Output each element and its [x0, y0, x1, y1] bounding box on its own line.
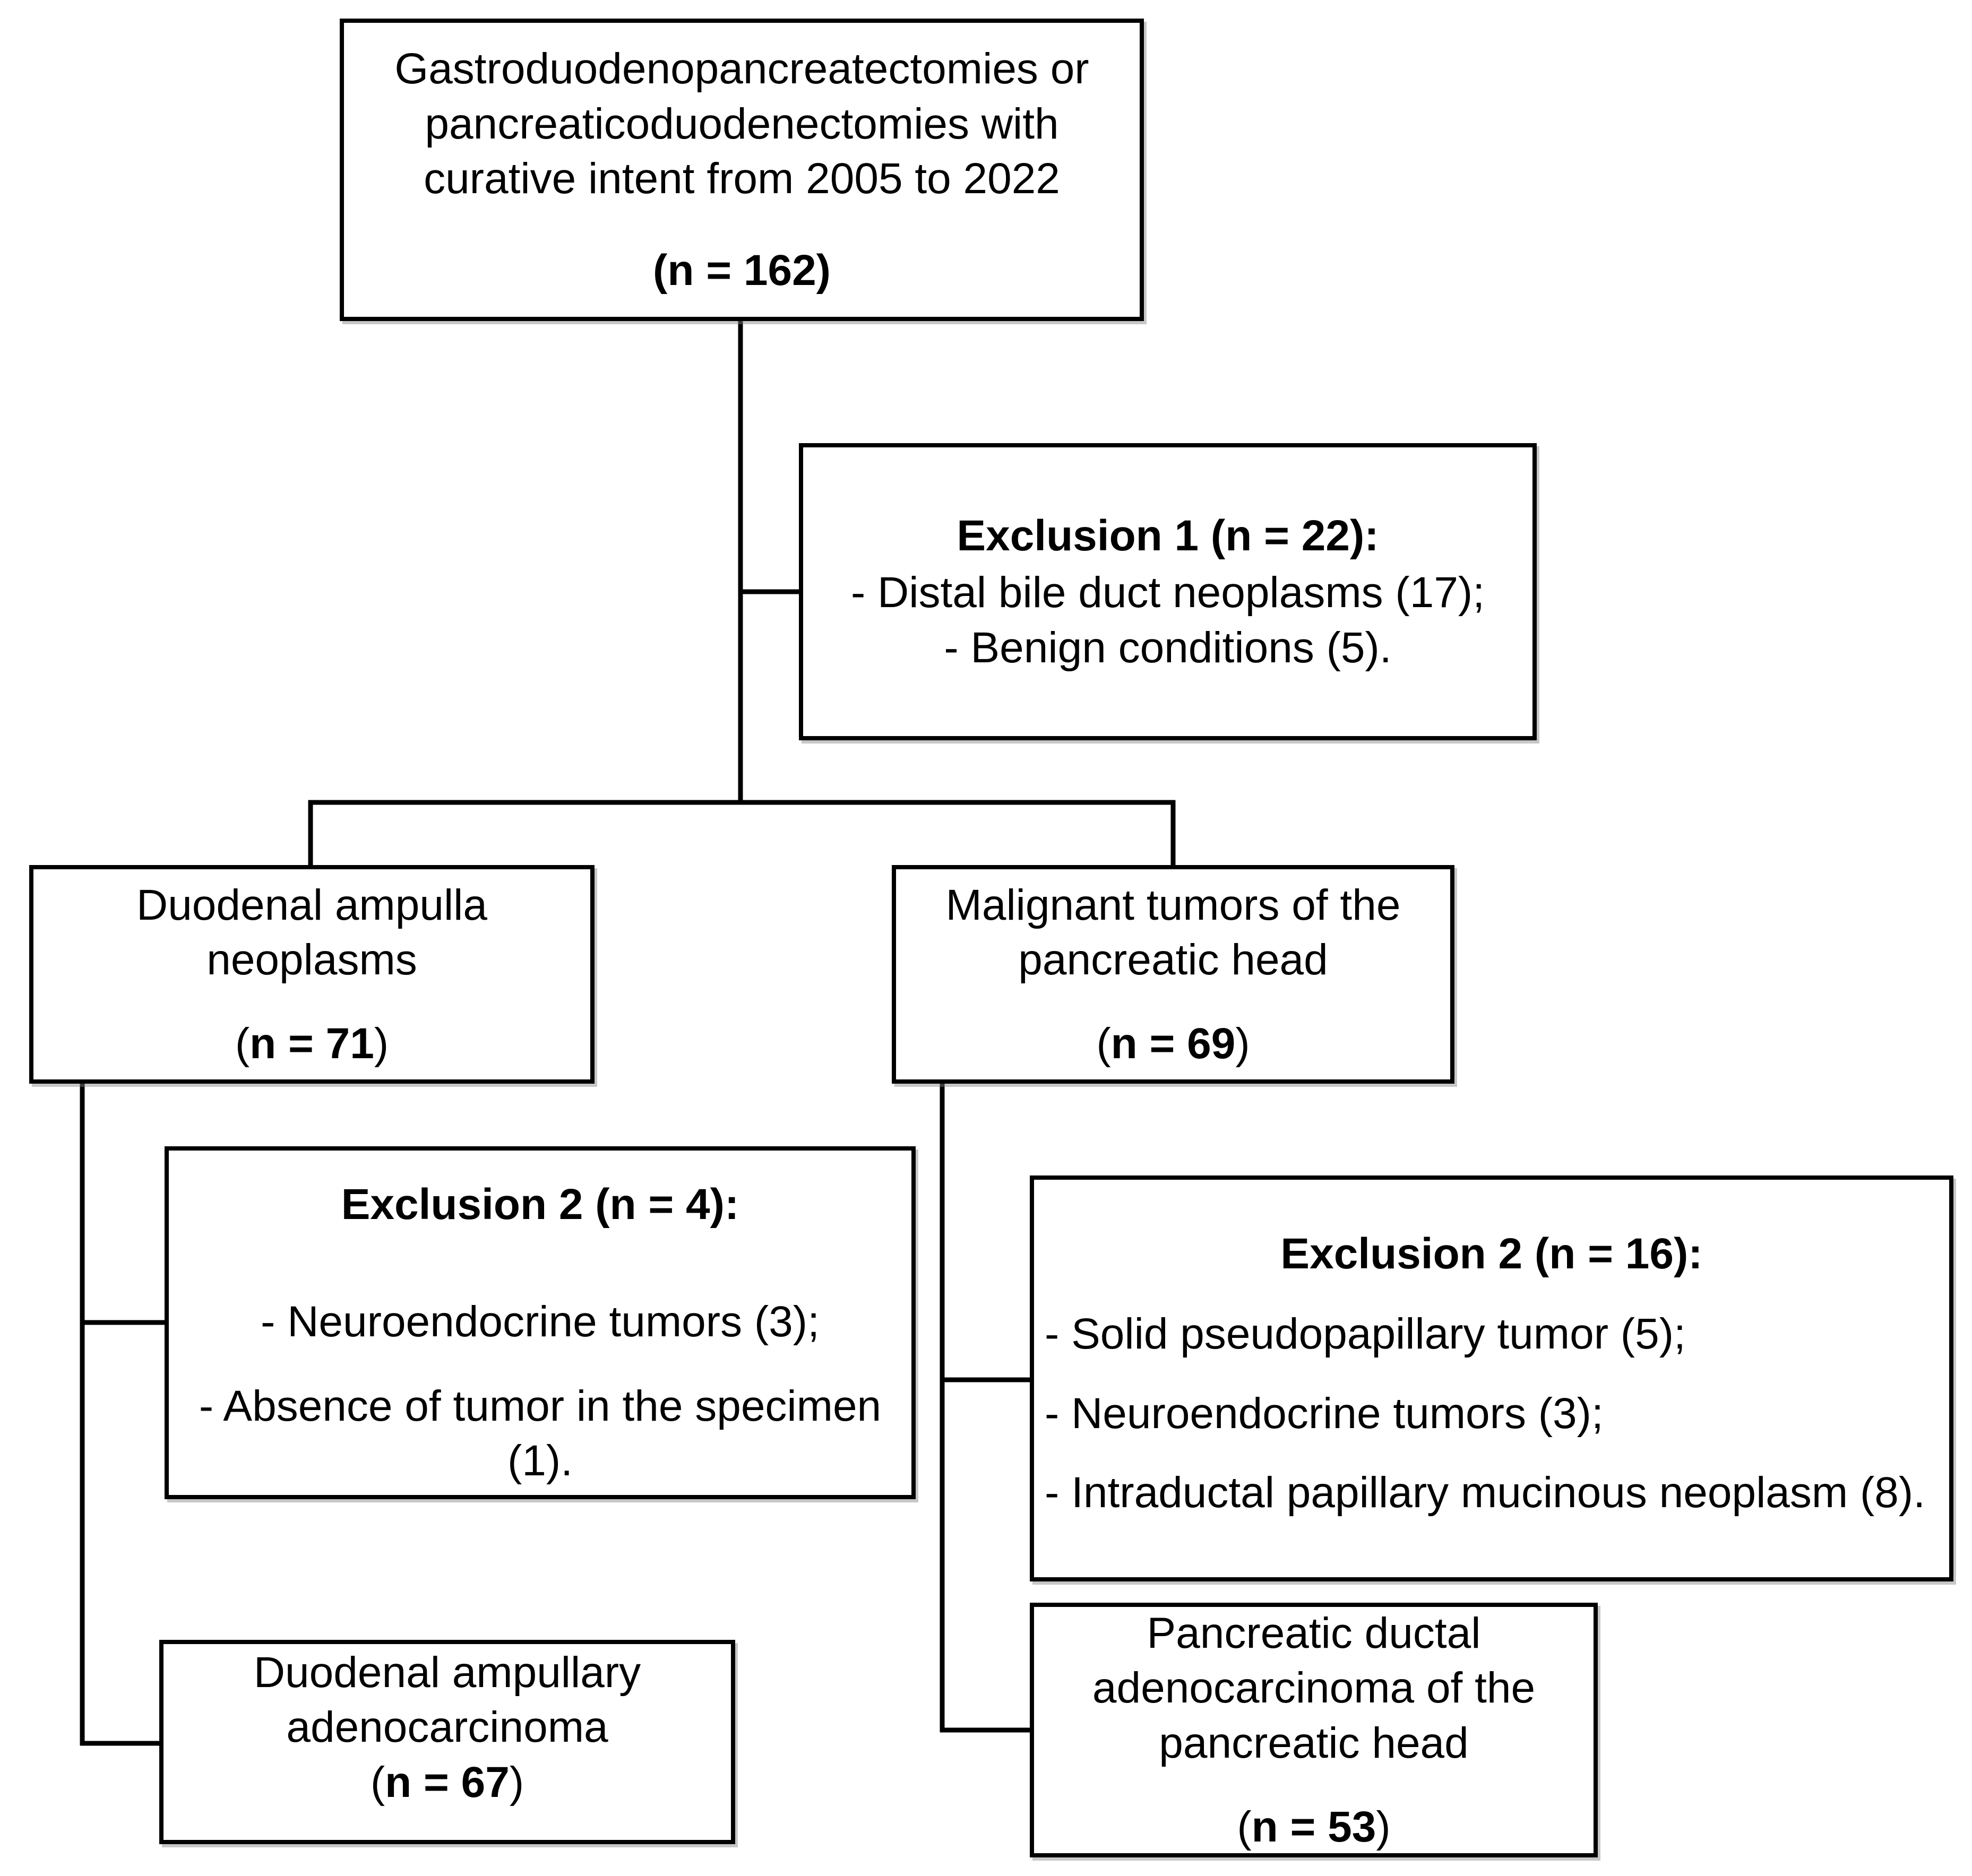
- pdac-line-1: Pancreatic ductal: [1147, 1609, 1481, 1657]
- exclusion1-item-2: - Benign conditions (5).: [944, 623, 1392, 672]
- pdac-line-2: adenocarcinoma of the: [1092, 1664, 1536, 1713]
- duodenal-ampulla-line-2: neoplasms: [206, 935, 417, 984]
- malignant-pancreatic-head-box: Malignant tumors of the pancreatic head …: [892, 865, 1454, 1084]
- exclusion2-left-box: Exclusion 2 (n = 4): - Neuroendocrine tu…: [165, 1146, 916, 1499]
- pdac-n-count: (n = 53): [1237, 1802, 1391, 1851]
- source-population-box: Gastroduodenopancreatectomies or pancrea…: [340, 19, 1144, 321]
- exclusion2-right-item-3: - Intraductal papillary mucinous neoplas…: [1045, 1468, 1925, 1517]
- exclusion2-left-item-2-line-2: (1).: [507, 1436, 573, 1485]
- exclusion2-right-item-2: - Neuroendocrine tumors (3);: [1045, 1389, 1604, 1438]
- ampullary-adeno-n-count: (n = 67): [370, 1758, 524, 1806]
- source-line-2: pancreaticoduodenectomies with: [425, 99, 1059, 148]
- duodenal-ampulla-line-1: Duodenal ampulla: [136, 880, 487, 929]
- source-line-3: curative intent from 2005 to 2022: [424, 154, 1060, 203]
- exclusion2-right-item-1: - Solid pseudopapillary tumor (5);: [1045, 1310, 1686, 1359]
- malignant-head-line-2: pancreatic head: [1018, 935, 1328, 984]
- pdac-line-3: pancreatic head: [1159, 1718, 1469, 1767]
- ampullary-adeno-line-2: adenocarcinoma: [286, 1703, 608, 1752]
- source-line-1: Gastroduodenopancreatectomies or: [394, 45, 1089, 93]
- duodenal-ampulla-n-count: (n = 71): [235, 1019, 389, 1068]
- ampullary-adeno-line-1: Duodenal ampullary: [253, 1648, 641, 1697]
- exclusion1-box: Exclusion 1 (n = 22): - Distal bile duct…: [799, 443, 1537, 740]
- exclusion2-left-item-2-line-1: - Absence of tumor in the specimen: [199, 1381, 882, 1430]
- source-n-count: (n = 162): [653, 246, 831, 295]
- exclusion2-right-box: Exclusion 2 (n = 16): - Solid pseudopapi…: [1030, 1175, 1953, 1581]
- exclusion1-title: Exclusion 1 (n = 22):: [957, 512, 1379, 560]
- exclusion2-right-title: Exclusion 2 (n = 16):: [1280, 1230, 1703, 1278]
- exclusion1-item-1: - Distal bile duct neoplasms (17);: [850, 568, 1485, 617]
- duodenal-ampulla-neoplasms-box: Duodenal ampulla neoplasms (n = 71): [29, 865, 595, 1084]
- malignant-head-line-1: Malignant tumors of the: [945, 880, 1401, 929]
- exclusion2-left-item-1: - Neuroendocrine tumors (3);: [261, 1298, 820, 1346]
- pdac-pancreatic-head-box: Pancreatic ductal adenocarcinoma of the …: [1030, 1603, 1598, 1857]
- malignant-head-n-count: (n = 69): [1096, 1019, 1250, 1068]
- duodenal-ampullary-adenocarcinoma-box: Duodenal ampullary adenocarcinoma (n = 6…: [159, 1640, 735, 1844]
- exclusion2-left-title: Exclusion 2 (n = 4):: [341, 1180, 739, 1229]
